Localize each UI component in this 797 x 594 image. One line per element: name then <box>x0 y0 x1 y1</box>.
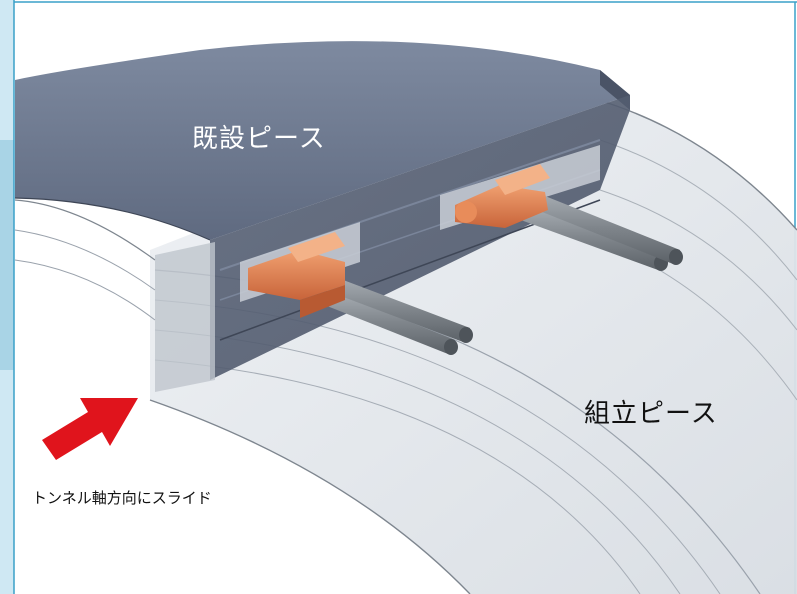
slide-direction-label: トンネル軸方向にスライド <box>32 489 212 507</box>
existing-piece-label: 既設ピース <box>192 124 326 154</box>
slide-arrow-icon <box>42 398 138 460</box>
joint-rods <box>322 190 683 355</box>
assembly-piece-label: 組立ピース <box>584 399 718 429</box>
joint-connectors <box>248 164 550 318</box>
